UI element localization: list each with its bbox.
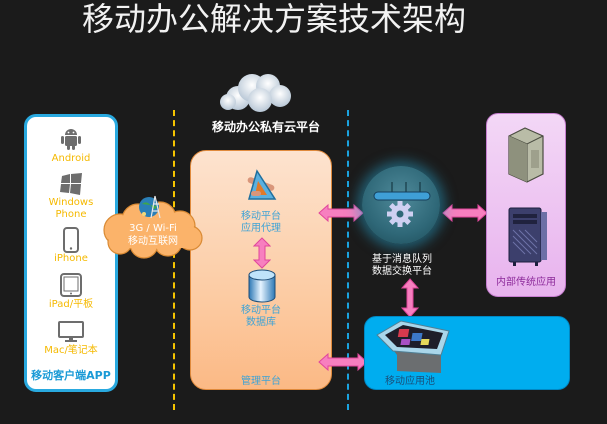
private-cloud-label: 移动办公私有云平台	[211, 120, 320, 134]
proxy-label-1: 移动平台	[241, 211, 281, 222]
proxy-db-arrow	[253, 237, 271, 269]
client-label-windows-phone-2: Phone	[55, 209, 87, 220]
mq-legacy-arrow	[442, 203, 488, 223]
db-label-1: 移动平台	[241, 305, 281, 316]
message-queue-label: 基于消息队列 数据交换平台	[360, 254, 444, 278]
client-label-android: Android	[51, 153, 91, 164]
client-label-mac: Mac/笔记本	[44, 345, 98, 356]
platform-mq-arrow	[318, 203, 364, 223]
network-text: 3G / Wi-Fi 移动互联网	[108, 222, 198, 248]
client-label-windows-phone-1: Windows	[48, 197, 94, 208]
touch-table-icon	[376, 320, 450, 373]
divider-platform-enterprise	[347, 110, 349, 410]
server-tower-icon	[508, 127, 544, 183]
mobile-client-panel: Android Windows Phone iPhone iPad/平板 Mac…	[24, 114, 118, 392]
management-platform-box: 移动平台 应用代理 移动平台 数据库 管理平台	[190, 150, 332, 390]
app-pool-label: 移动应用池	[385, 376, 435, 387]
gear-pipe-icon	[373, 182, 431, 227]
client-label-iphone: iPhone	[54, 253, 88, 264]
globe-tower-icon	[139, 195, 161, 219]
divider-client-network	[173, 110, 175, 410]
platform-footer-label: 管理平台	[241, 376, 281, 387]
monitor-icon	[58, 321, 84, 342]
network-label-1: 3G / Wi-Fi	[129, 223, 177, 234]
diagram-title: 移动办公解决方案技术架构	[82, 0, 467, 38]
iphone-icon	[63, 227, 79, 253]
message-queue-node	[362, 166, 440, 244]
app-proxy-icon	[247, 169, 277, 200]
platform-pool-arrow	[318, 352, 368, 372]
database-icon	[248, 269, 276, 303]
client-panel-title: 移动客户端APP	[31, 369, 111, 382]
windows-icon	[60, 173, 82, 195]
client-label-tablet: iPad/平板	[48, 299, 94, 310]
mq-label-1: 基于消息队列	[372, 254, 432, 265]
network-label-2: 移动互联网	[128, 236, 178, 247]
android-icon	[61, 129, 81, 150]
legacy-apps-box: 内部传统应用	[486, 113, 566, 297]
server-rack-icon	[508, 207, 547, 266]
app-pool-box: 移动应用池	[364, 316, 570, 390]
mq-pool-arrow	[401, 278, 419, 318]
mq-label-2: 数据交换平台	[372, 266, 432, 277]
tablet-icon	[60, 273, 82, 297]
legacy-apps-label: 内部传统应用	[496, 277, 556, 288]
db-label-2: 数据库	[246, 317, 276, 328]
cloud-icon	[220, 74, 291, 112]
proxy-label-2: 应用代理	[241, 223, 281, 234]
